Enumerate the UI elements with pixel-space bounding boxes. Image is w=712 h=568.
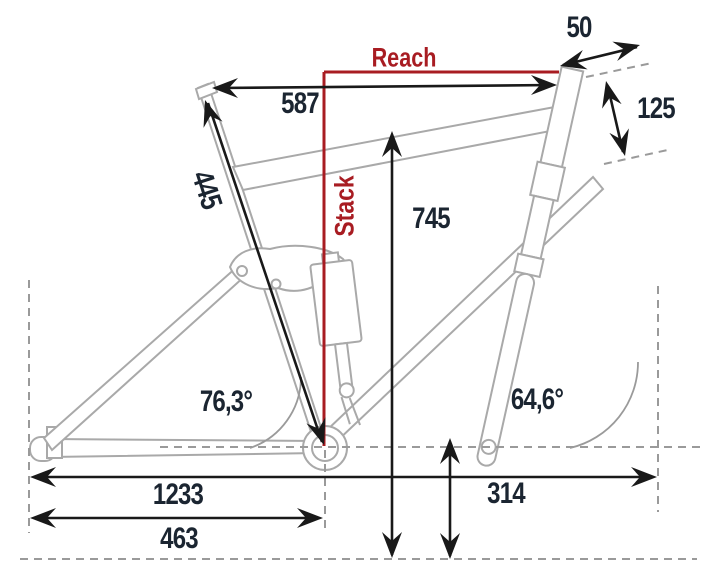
measurement-seat-angle: 76,3°: [199, 385, 253, 418]
measurement-top-horizontal: 587: [281, 87, 319, 120]
reach-label: Reach: [371, 42, 437, 73]
seat-angle-arc: [249, 376, 302, 449]
measurement-chainstay: 463: [160, 522, 198, 555]
shock-body: [309, 259, 363, 347]
fork-lower-leg: [476, 272, 536, 467]
measurement-fork-offset: 50: [566, 11, 592, 44]
headtube-top-dashed: [585, 62, 653, 78]
rocker-pivot: [270, 278, 282, 290]
measurement-head-tube: 125: [637, 92, 675, 125]
angle-arcs: [249, 361, 639, 449]
headtube-bottom-dashed: [603, 148, 673, 165]
shock-shaft: [333, 341, 354, 388]
dim-line-587: [215, 83, 554, 90]
measurement-wheelbase: 1233: [152, 478, 204, 511]
head-angle-arc: [569, 361, 639, 449]
stack-label: Stack: [329, 175, 360, 237]
shock-eyelet: [338, 382, 355, 399]
seatstay: [42, 264, 247, 452]
reference-lines: [20, 62, 700, 560]
dimension-lines: [34, 45, 653, 556]
measurement-bb-height: 314: [487, 477, 525, 510]
measurement-standover: 745: [412, 202, 450, 235]
rocker-pivot: [236, 265, 248, 277]
head-tube-fork-assembly: [476, 65, 585, 467]
reach-stack-lines: [322, 70, 559, 446]
measurement-head-angle: 64,6°: [510, 383, 564, 416]
dim-line-445: [206, 102, 324, 443]
seat-post-cap: [194, 80, 219, 101]
shock-lower-mount: [340, 396, 361, 426]
